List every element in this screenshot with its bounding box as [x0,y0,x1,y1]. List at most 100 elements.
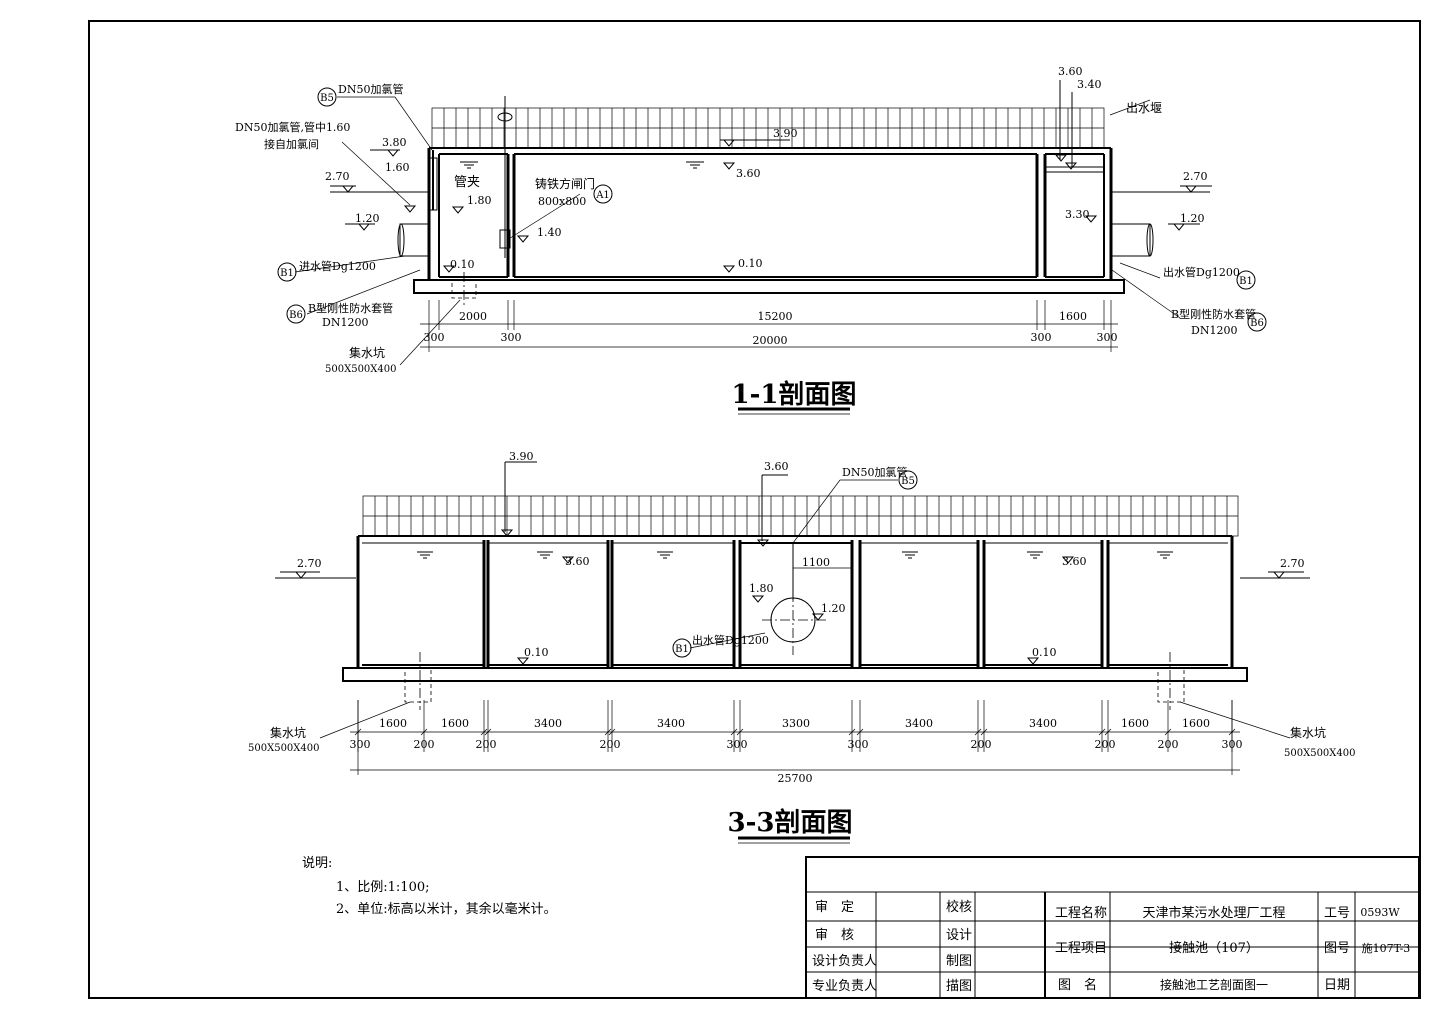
railing-3 [362,495,1239,537]
dim-3-upper-4: 3300 [782,717,810,730]
label-outlet-pipe-1: 出水管Dg1200 [1163,265,1240,279]
label-outlet-weir: 出水堰 [1126,101,1162,115]
tb-role-trace: 描图 [946,979,972,994]
dim-3-upper-7: 1600 [1121,717,1149,730]
tb-project-name: 天津市某污水处理厂工程 [1142,905,1285,921]
dim-3-lower-8: 200 [1158,738,1179,751]
tb-project-item-label: 工程项目 [1055,941,1107,956]
dim-3-upper-3: 3400 [657,717,685,730]
label-outlet-pipe-3: 出水管Dg1200 [692,633,769,647]
elev-340: 3.40 [1077,78,1102,91]
elev-380: 3.80 [382,136,407,149]
dim-3-lower-9: 300 [1222,738,1243,751]
dim-3-upper-0: 1600 [379,717,407,730]
tag-b5-3: B5 [901,476,915,487]
dim-1-1: 2000 [459,310,487,323]
elev-360-top-1: 3.60 [1058,65,1083,78]
elev-010-mid-1: 0.10 [738,257,763,270]
tag-b1-left: B1 [280,268,294,279]
tb-job-no: 0593W [1360,906,1400,919]
elev-270-left-3: 2.70 [297,557,322,570]
elev-390-3: 3.90 [509,450,534,463]
dim-3-lower-2: 200 [476,738,497,751]
label-sump-size-right-3: 500X500X400 [1284,748,1356,759]
tb-role-review: 审 核 [815,928,854,943]
elev-010-b-3: 0.10 [1032,646,1057,659]
label-sump-left-3: 集水坑 [270,725,306,740]
elev-360-b-3: 3.60 [1062,555,1087,568]
tag-a1: A1 [595,190,610,201]
drawing-border [88,20,1421,999]
dim-3-upper-8: 1600 [1182,717,1210,730]
dim-3-lower-4: 300 [727,738,748,751]
dim-3-lower-6: 200 [971,738,992,751]
dim-1-4: 300 [1031,331,1052,344]
dim-3-upper-6: 3400 [1029,717,1057,730]
elev-360-top-3: 3.60 [764,460,789,473]
notes: 说明: 1、比例:1:100; 2、单位:标高以米计，其余以毫米计。 [302,856,557,917]
tb-project-name-label: 工程名称 [1055,905,1107,921]
dim-3-upper-2: 3400 [534,717,562,730]
elev-270-right-3: 2.70 [1280,557,1305,570]
tag-b6-left: B6 [289,310,303,321]
notes-item-2: 2、单位:标高以米计，其余以毫米计。 [336,901,557,917]
dim-1-0: 300 [424,331,445,344]
label-connect-chlorine-room: 接自加氯间 [264,137,319,151]
dim-1-2: 300 [501,331,522,344]
section-1-1: DN50加氯管 DN50加氯管,管中1.60 接自加氯间 3.80 1.60 2… [235,65,1267,415]
dim-1-5: 1600 [1059,310,1087,323]
elev-270-right: 2.70 [1183,170,1208,183]
tb-role-design-lead: 设计负责人 [812,954,877,969]
tb-role-discipline-lead: 专业负责人 [812,979,877,994]
elev-390-1: 3.90 [773,127,798,140]
tb-date-label: 日期 [1324,978,1350,993]
label-dn50-pipe-3: DN50加氯管 [842,465,907,479]
dim-3-lower-1: 200 [414,738,435,751]
elev-360-water-1: 3.60 [736,167,761,180]
dim-line-1 [420,300,1118,352]
dim-3-total: 25700 [778,772,813,785]
dim-1-3: 15200 [758,310,793,323]
elev-180: 1.80 [467,194,492,207]
elev-120-3: 1.20 [821,602,846,615]
title-section-1-1: 1-1剖面图 [732,379,857,410]
elev-180-3: 1.80 [749,582,774,595]
tb-drawing-name-label: 图 名 [1058,977,1097,993]
tb-role-approve: 审 定 [815,900,854,915]
elev-120-left: 1.20 [355,212,380,225]
label-sump-1: 集水坑 [349,345,385,360]
elev-160: 1.60 [385,161,410,174]
notes-heading: 说明: [302,856,332,871]
dim-1-6: 300 [1097,331,1118,344]
dim-3-lower-3: 200 [600,738,621,751]
tb-role-design: 设计 [946,928,972,943]
tag-b6-right: B6 [1250,318,1264,329]
tb-project-item: 接触池（107） [1169,940,1259,956]
label-gate-size: 800x800 [538,195,586,208]
label-sleeve-left: B型刚性防水套管 [308,301,393,315]
tag-b5-1: B5 [320,93,334,104]
elev-330: 3.30 [1065,208,1090,221]
label-gate: 铸铁方闸门 [535,176,595,191]
label-dn1200-left: DN1200 [322,316,368,329]
notes-item-1: 1、比例:1:100; [336,880,430,895]
tb-role-draw: 制图 [946,954,972,969]
label-sump-size-1: 500X500X400 [325,364,397,375]
dim-3-lower-0: 300 [350,738,371,751]
label-inlet-pipe: 进水管Dg1200 [299,259,376,273]
dim-3-upper-5: 3400 [905,717,933,730]
label-sleeve-right: B型刚性防水套管 [1171,307,1256,321]
tag-b1-right: B1 [1239,276,1253,287]
water-level-1 [460,161,704,169]
section-3-3: 3.90 3.60 DN50加氯管 B5 2.70 2.70 3.60 3.60… [248,450,1356,844]
dim-1-total: 20000 [753,334,788,347]
elev-010-left-1: 0.10 [450,258,475,271]
dim-3-lower-5: 300 [848,738,869,751]
tb-drawing-no: 施107T-3 [1362,942,1411,955]
dim-3-upper-1: 1600 [441,717,469,730]
title-block: 审 定 审 核 设计负责人 专业负责人 校核 设计 制图 描图 工程名称 工程项… [805,856,1420,999]
elev-270-left: 2.70 [325,170,350,183]
tb-role-check: 校核 [946,899,972,915]
elev-140: 1.40 [537,226,562,239]
